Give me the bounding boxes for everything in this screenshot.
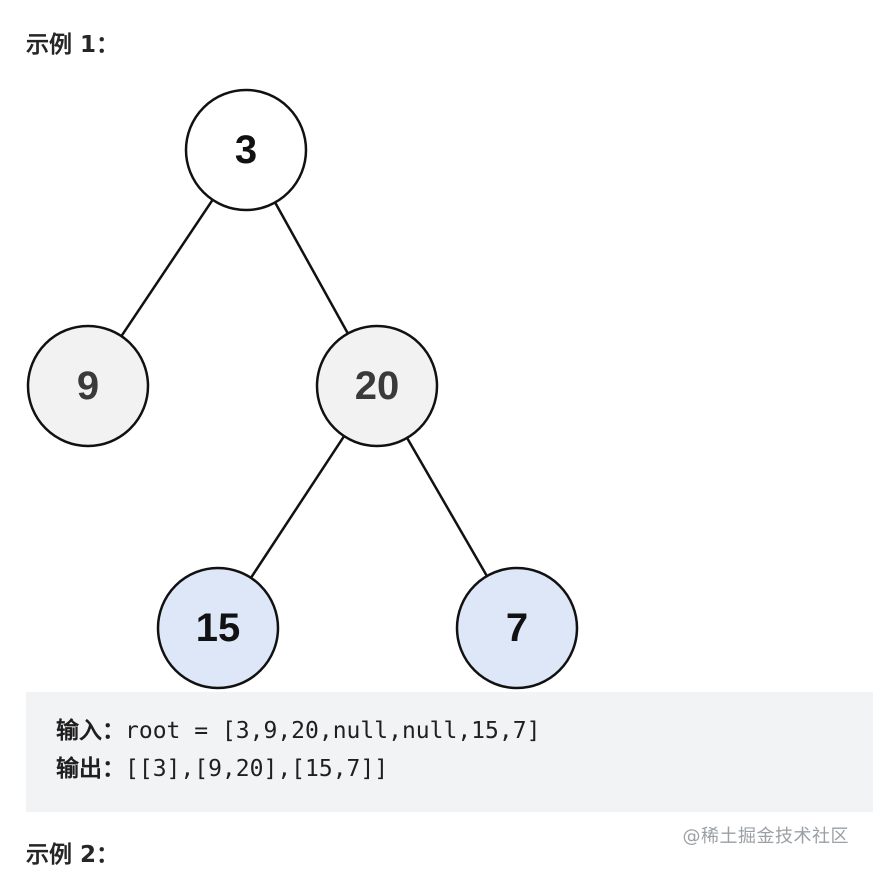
tree-nodes: 3 9 20 15 7 xyxy=(26,88,579,690)
output-line: 输出：[[3],[9,20],[15,7]] xyxy=(56,750,873,788)
input-line: 输入：root = [3,9,20,null,null,15,7] xyxy=(56,712,873,750)
tree-edge-n3-n20 xyxy=(274,201,349,335)
tree-node-label: 3 xyxy=(235,128,257,172)
tree-node-circle xyxy=(156,566,280,690)
tree-edge-n20-n7 xyxy=(405,437,489,577)
tree-node-label: 20 xyxy=(355,364,400,408)
tree-node-7: 7 xyxy=(455,566,579,690)
example-1-title: 示例 1： xyxy=(26,32,120,58)
example-1-code-block: 输入：root = [3,9,20,null,null,15,7] 输出：[[3… xyxy=(26,692,873,812)
tree-node-label: 9 xyxy=(77,364,99,408)
tree-node-label: 15 xyxy=(196,606,241,650)
watermark: @稀土掘金技术社区 xyxy=(682,826,849,847)
tree-node-circle xyxy=(26,324,150,448)
output-label: 输出： xyxy=(56,756,125,782)
binary-tree-diagram: 3 9 20 15 7 xyxy=(26,88,579,690)
tree-node-circle xyxy=(184,88,308,212)
tree-edge-n3-n9 xyxy=(120,199,214,337)
tree-node-circle xyxy=(455,566,579,690)
example-2-title: 示例 2： xyxy=(26,842,120,868)
tree-node-9: 9 xyxy=(26,324,150,448)
input-value: root = [3,9,20,null,null,15,7] xyxy=(125,718,541,744)
output-value: [[3],[9,20],[15,7]] xyxy=(125,756,389,782)
tree-node-15: 15 xyxy=(156,566,280,690)
tree-node-20: 20 xyxy=(315,324,439,448)
tree-node-circle xyxy=(315,324,439,448)
tree-node-3: 3 xyxy=(184,88,308,212)
tree-edges xyxy=(120,199,489,579)
input-label: 输入： xyxy=(56,718,125,744)
tree-node-label: 7 xyxy=(506,606,528,650)
tree-edge-n20-n15 xyxy=(249,435,346,579)
